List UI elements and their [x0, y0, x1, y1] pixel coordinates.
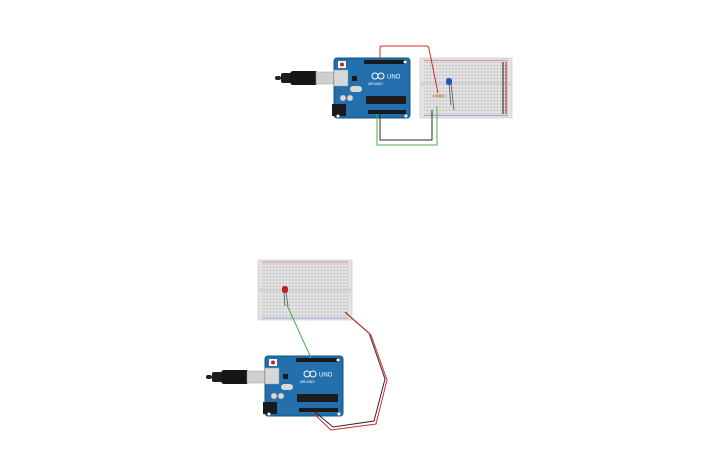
wire-green[interactable]: [286, 304, 312, 359]
arduino-logo-icon: [371, 72, 385, 80]
breadboard[interactable]: [257, 259, 353, 321]
wire-red[interactable]: [312, 313, 388, 431]
usb-cable[interactable]: [206, 370, 266, 384]
board-brand-label: UNO: [319, 373, 333, 379]
usb-cable[interactable]: [275, 71, 335, 85]
arduino-logo-icon: [303, 370, 317, 378]
arduino-uno-board[interactable]: UNO ARDUINO: [332, 57, 411, 119]
wire-black[interactable]: [379, 110, 433, 141]
led-red[interactable]: [282, 286, 289, 307]
arduino-uno-board[interactable]: UNO ARDUINO: [263, 355, 344, 417]
board-brand-label: UNO: [387, 75, 401, 81]
circuit-1: UNO ARDUINO: [275, 45, 513, 146]
board-logo-text: ARDUINO: [368, 82, 383, 86]
wire-red[interactable]: [379, 45, 439, 94]
resistor[interactable]: [432, 94, 446, 98]
circuit-2: UNO ARDUINO: [206, 259, 388, 431]
wire-green[interactable]: [376, 106, 438, 146]
led-blue[interactable]: [446, 78, 455, 111]
board-logo-text: ARDUINO: [300, 380, 315, 384]
breadboard[interactable]: [419, 57, 513, 119]
